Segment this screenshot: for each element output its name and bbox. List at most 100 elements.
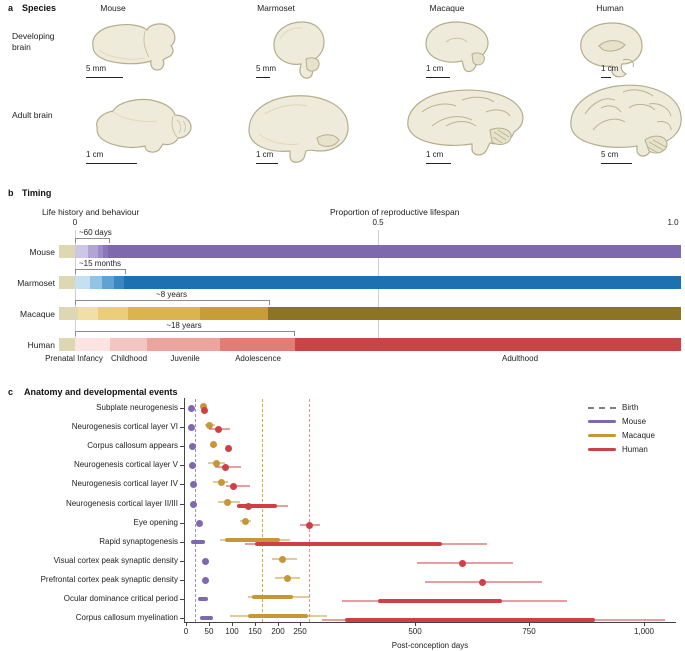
timing-bar-segment-juvenile (128, 307, 200, 320)
event-range-human (417, 562, 514, 564)
event-dot-macaque (199, 402, 207, 410)
event-thick-bar-mouse (190, 540, 206, 544)
panel-a-title: Species (22, 3, 57, 13)
event-thick-bar-human (345, 618, 595, 622)
event-range-macaque (219, 539, 291, 541)
y-axis-row-tick (180, 542, 184, 543)
event-dot-macaque (217, 478, 225, 486)
timing-bar-segment-infancy (75, 245, 88, 258)
timing-bar-segment-childhood (88, 245, 98, 258)
timing-bar-segment-infancy (78, 307, 98, 320)
legend-swatch-birth (588, 407, 616, 409)
event-dot-macaque (223, 498, 231, 506)
human-developing-brain-illustration (573, 16, 651, 78)
scalebar-label-macaque-adult: 1 cm (426, 150, 444, 159)
event-dot-human (306, 521, 314, 529)
timing-left-axis-title: Life history and behaviour (42, 207, 140, 217)
timing-bar-segment-childhood (98, 307, 128, 320)
y-axis-row-tick (180, 484, 184, 485)
marmoset-developing-brain-illustration (266, 17, 328, 79)
y-axis-row-tick (180, 580, 184, 581)
scalebar-mouse-adult (86, 163, 137, 164)
timing-bar-segment-adulthood (295, 338, 681, 351)
scalebar-label-mouse-adult: 1 cm (86, 150, 104, 159)
event-range-human (208, 428, 231, 430)
event-range-human (214, 466, 241, 468)
mouse-developing-brain-illustration (87, 16, 179, 74)
event-range-macaque (204, 424, 215, 426)
timing-gridline (378, 230, 379, 351)
x-axis-tick (300, 622, 301, 626)
y-axis-row-tick (180, 427, 184, 428)
timing-stage-label-adolescence: Adolescence (235, 354, 281, 363)
timing-species-label: Human (27, 340, 55, 350)
x-axis-tick-label: 750 (522, 627, 536, 636)
timing-axis-tick-label: 1.0 (667, 218, 679, 227)
event-row-label: Corpus callosum appears (87, 441, 178, 450)
row-label-adult-brain: Adult brain (12, 110, 53, 120)
x-axis-tick-label: 150 (248, 627, 262, 636)
timing-annotation: ~60 days (79, 228, 112, 237)
event-row-label: Prefrontal cortex peak synaptic density (40, 575, 178, 584)
timing-annotation: ~18 years (166, 321, 202, 330)
event-row-label: Subplate neurogenesis (96, 403, 178, 412)
x-axis-tick-label: 100 (225, 627, 239, 636)
timing-bar-segment-juvenile (102, 276, 114, 289)
event-range-macaque (272, 558, 298, 560)
birth-line-human (309, 399, 310, 622)
event-row-label: Neurogenesis cortical layer VI (71, 422, 178, 431)
timing-bar-segment-adolescence (220, 338, 295, 351)
y-axis-row-tick (180, 504, 184, 505)
event-dot-macaque (284, 574, 292, 582)
marmoset-adult-brain-illustration (243, 88, 355, 168)
event-range-macaque (212, 481, 229, 483)
event-range-human (300, 524, 321, 526)
event-range-macaque (248, 596, 310, 598)
event-dot-macaque (206, 421, 214, 429)
x-axis-tick-label: 250 (293, 627, 307, 636)
event-dot-mouse (187, 404, 195, 412)
event-dot-human (244, 502, 252, 510)
timing-bracket (75, 238, 110, 243)
x-axis-tick-label: 1,000 (633, 627, 655, 636)
row-label-developing-brain: Developing brain (12, 31, 55, 52)
timing-gridline (75, 230, 76, 351)
timing-species-label: Marmoset (17, 278, 55, 288)
scalebar-label-marmoset-developing: 5 mm (256, 64, 276, 73)
timing-bar-segment-juvenile (98, 245, 103, 258)
timing-species-label: Mouse (29, 247, 55, 257)
macaque-adult-brain-illustration (402, 82, 538, 166)
event-thick-bar-human (254, 542, 443, 546)
legend-label-macaque: Macaque (622, 431, 655, 440)
timing-bar-segment-prenatal (59, 276, 75, 289)
legend-label-mouse: Mouse (622, 417, 647, 426)
timing-bar-segment-adolescence (114, 276, 124, 289)
x-axis-tick (644, 622, 645, 626)
column-header-human: Human (596, 3, 624, 13)
scalebar-label-macaque-developing: 1 cm (426, 64, 444, 73)
event-dot-human (214, 425, 222, 433)
panel-a-label: a (8, 3, 14, 13)
event-dot-mouse (201, 576, 209, 584)
mouse-adult-brain-illustration (93, 93, 199, 155)
timing-bar-segment-adulthood (124, 276, 681, 289)
event-dot-mouse (189, 480, 197, 488)
y-axis-row-tick (180, 523, 184, 524)
timing-stage-label-adulthood: Adulthood (501, 354, 539, 363)
birth-line-mouse (195, 399, 196, 622)
timing-bracket (75, 331, 295, 336)
x-axis-tick-label: 200 (271, 627, 285, 636)
event-dot-macaque (279, 555, 287, 563)
x-axis-tick-label: 0 (183, 627, 189, 636)
timing-bar-segment-prenatal (59, 245, 75, 258)
scalebar-macaque-developing (426, 77, 450, 78)
x-axis-tick (529, 622, 530, 626)
event-row-label: Visual cortex peak synaptic density (53, 556, 178, 565)
birth-line-macaque (262, 399, 263, 622)
x-axis-tick (232, 622, 233, 626)
event-dot-human (459, 559, 467, 567)
y-axis-row-tick (180, 599, 184, 600)
event-row-label: Eye opening (133, 518, 178, 527)
column-header-mouse: Mouse (100, 3, 126, 13)
legend-label-human: Human (622, 445, 648, 454)
